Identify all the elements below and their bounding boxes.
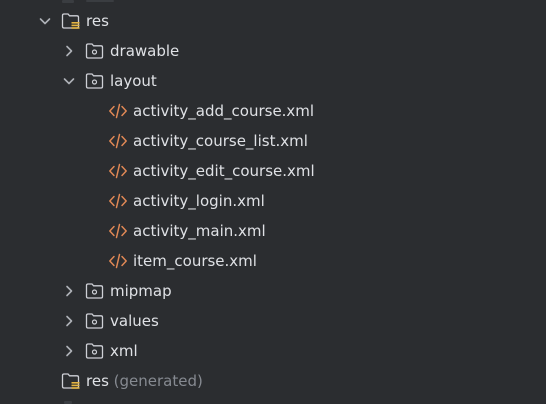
tree-node-res-generated[interactable]: res (generated) bbox=[0, 366, 546, 396]
tree-node-suffix: (generated) bbox=[113, 372, 203, 390]
tree-node-values[interactable]: values bbox=[0, 306, 546, 336]
chevron-right-icon[interactable] bbox=[61, 283, 77, 299]
tree-node-label: activity_login.xml bbox=[133, 192, 265, 210]
tree-node-drawable[interactable]: drawable bbox=[0, 36, 546, 66]
xml-file-icon bbox=[108, 252, 128, 270]
xml-file-icon bbox=[108, 132, 128, 150]
tree-node-file[interactable]: item_course.xml bbox=[0, 246, 546, 276]
chevron-right-icon[interactable] bbox=[61, 313, 77, 329]
tree-node-layout[interactable]: layout bbox=[0, 66, 546, 96]
tree-node-file[interactable]: activity_add_course.xml bbox=[0, 96, 546, 126]
folder-icon bbox=[85, 72, 105, 90]
tree-node-label: activity_edit_course.xml bbox=[133, 162, 315, 180]
tree-node-label: xml bbox=[110, 342, 138, 360]
resource-folder-icon bbox=[61, 372, 81, 390]
tree-node-label: layout bbox=[110, 72, 157, 90]
tree-node-file[interactable]: activity_edit_course.xml bbox=[0, 156, 546, 186]
tree-node-label: drawable bbox=[110, 42, 180, 60]
folder-icon bbox=[85, 282, 105, 300]
xml-file-icon bbox=[108, 222, 128, 240]
tree-node-file[interactable]: activity_login.xml bbox=[0, 186, 546, 216]
tree-node-label: res bbox=[86, 12, 109, 30]
tree-node-label: item_course.xml bbox=[133, 252, 257, 270]
tree-node-name: res bbox=[86, 372, 109, 390]
xml-file-icon bbox=[108, 192, 128, 210]
chevron-down-icon[interactable] bbox=[37, 13, 53, 29]
folder-icon bbox=[85, 312, 105, 330]
partial-row-below bbox=[0, 400, 546, 404]
chevron-down-icon[interactable] bbox=[61, 73, 77, 89]
tree-node-res[interactable]: res bbox=[0, 6, 546, 36]
chevron-right-icon[interactable] bbox=[61, 343, 77, 359]
tree-node-label: values bbox=[110, 312, 159, 330]
tree-node-label: activity_add_course.xml bbox=[133, 102, 315, 120]
tree-node-file[interactable]: activity_course_list.xml bbox=[0, 126, 546, 156]
folder-icon bbox=[85, 342, 105, 360]
tree-node-xml[interactable]: xml bbox=[0, 336, 546, 366]
folder-icon bbox=[85, 42, 105, 60]
tree-node-label: mipmap bbox=[110, 282, 172, 300]
tree-node-label: activity_course_list.xml bbox=[133, 132, 308, 150]
tree-node-label: res (generated) bbox=[86, 366, 203, 396]
tree-node-label: activity_main.xml bbox=[133, 222, 266, 240]
xml-file-icon bbox=[108, 162, 128, 180]
resource-folder-icon bbox=[61, 12, 81, 30]
partial-row-above bbox=[0, 0, 546, 6]
tree-node-mipmap[interactable]: mipmap bbox=[0, 276, 546, 306]
xml-file-icon bbox=[108, 102, 128, 120]
chevron-right-icon[interactable] bbox=[61, 43, 77, 59]
tree-node-file[interactable]: activity_main.xml bbox=[0, 216, 546, 246]
